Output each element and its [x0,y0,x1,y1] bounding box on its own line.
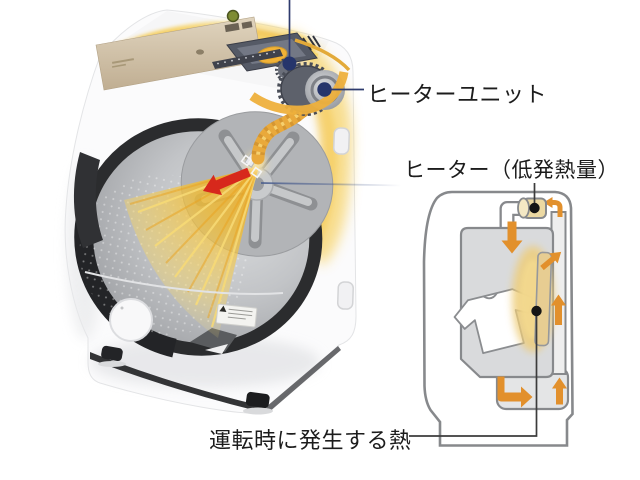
heat-direction-arrow-red [203,167,251,196]
top-knob [226,9,240,23]
vent-rail [212,49,283,69]
heat-panel-strip [534,251,553,347]
heat-duct-hose [251,103,311,165]
side-handle-upper [333,127,350,155]
door-hinge [73,152,103,248]
operation-heat-label: 運転時に発生する熱 [209,428,412,453]
service-door [109,298,153,342]
washer-cutaway-illustration [64,9,357,415]
heater-unit-label: ヒーターユニット [367,82,548,107]
airflow-arrows [497,197,567,408]
heater-dot [529,202,540,214]
thin-heat-pipe [294,38,351,72]
duct-point-dot [282,56,297,71]
caution-sticker [215,303,258,328]
operation-heat-leader-line [409,316,538,437]
heater-low-heat-label: ヒーター（低発熱量） [404,159,619,182]
drum-heat-dot [531,305,542,317]
drum-connector-line [260,182,402,187]
side-handle-lower [336,281,354,310]
heat-swoosh [249,71,349,115]
leader-lines [260,0,542,437]
heat-circulation-schematic [422,190,574,447]
lower-front-details [84,127,354,415]
heater-unit-dot [317,82,332,97]
